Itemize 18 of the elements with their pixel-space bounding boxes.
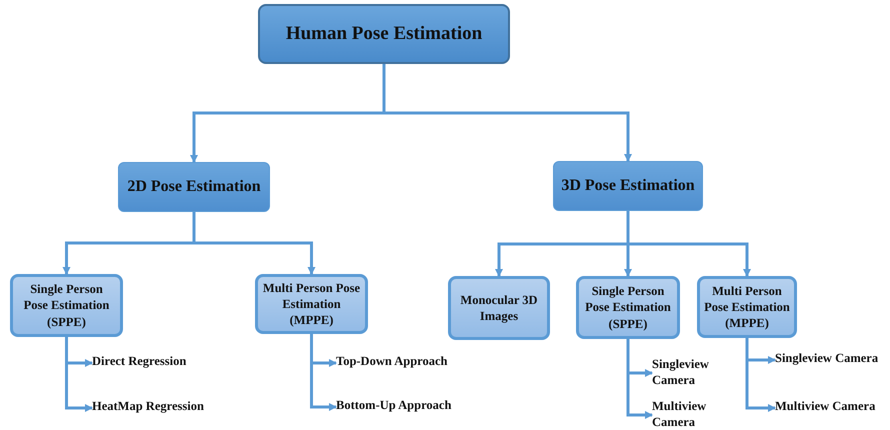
connector-arrow <box>626 211 751 277</box>
leaf-label: Singleview Camera <box>775 351 889 369</box>
method-box: Single Person Pose Estimation (SPPE) <box>576 276 680 339</box>
method-box: Multi Person Pose Estimation (MPPE) <box>255 274 368 334</box>
leaf-label: Multiview Camera <box>652 399 722 430</box>
connector-arrow <box>192 212 316 275</box>
method-box: Multi Person Pose Estimation (MPPE) <box>697 276 797 338</box>
leaf-label: Direct Regression <box>92 354 212 372</box>
leaf-label: Bottom-Up Approach <box>336 398 470 416</box>
method-box: Single Person Pose Estimation (SPPE) <box>10 274 123 337</box>
leaf-label: HeatMap Regression <box>92 399 232 417</box>
root-box: Human Pose Estimation <box>258 4 510 64</box>
leaf-label: Top-Down Approach <box>336 354 466 372</box>
category-box: 2D Pose Estimation <box>118 162 270 212</box>
method-box: Monocular 3D Images <box>448 276 550 340</box>
category-box: 3D Pose Estimation <box>553 161 703 211</box>
leaf-label: Multiview Camera <box>775 399 889 417</box>
leaf-label: Singleview Camera <box>652 357 722 389</box>
